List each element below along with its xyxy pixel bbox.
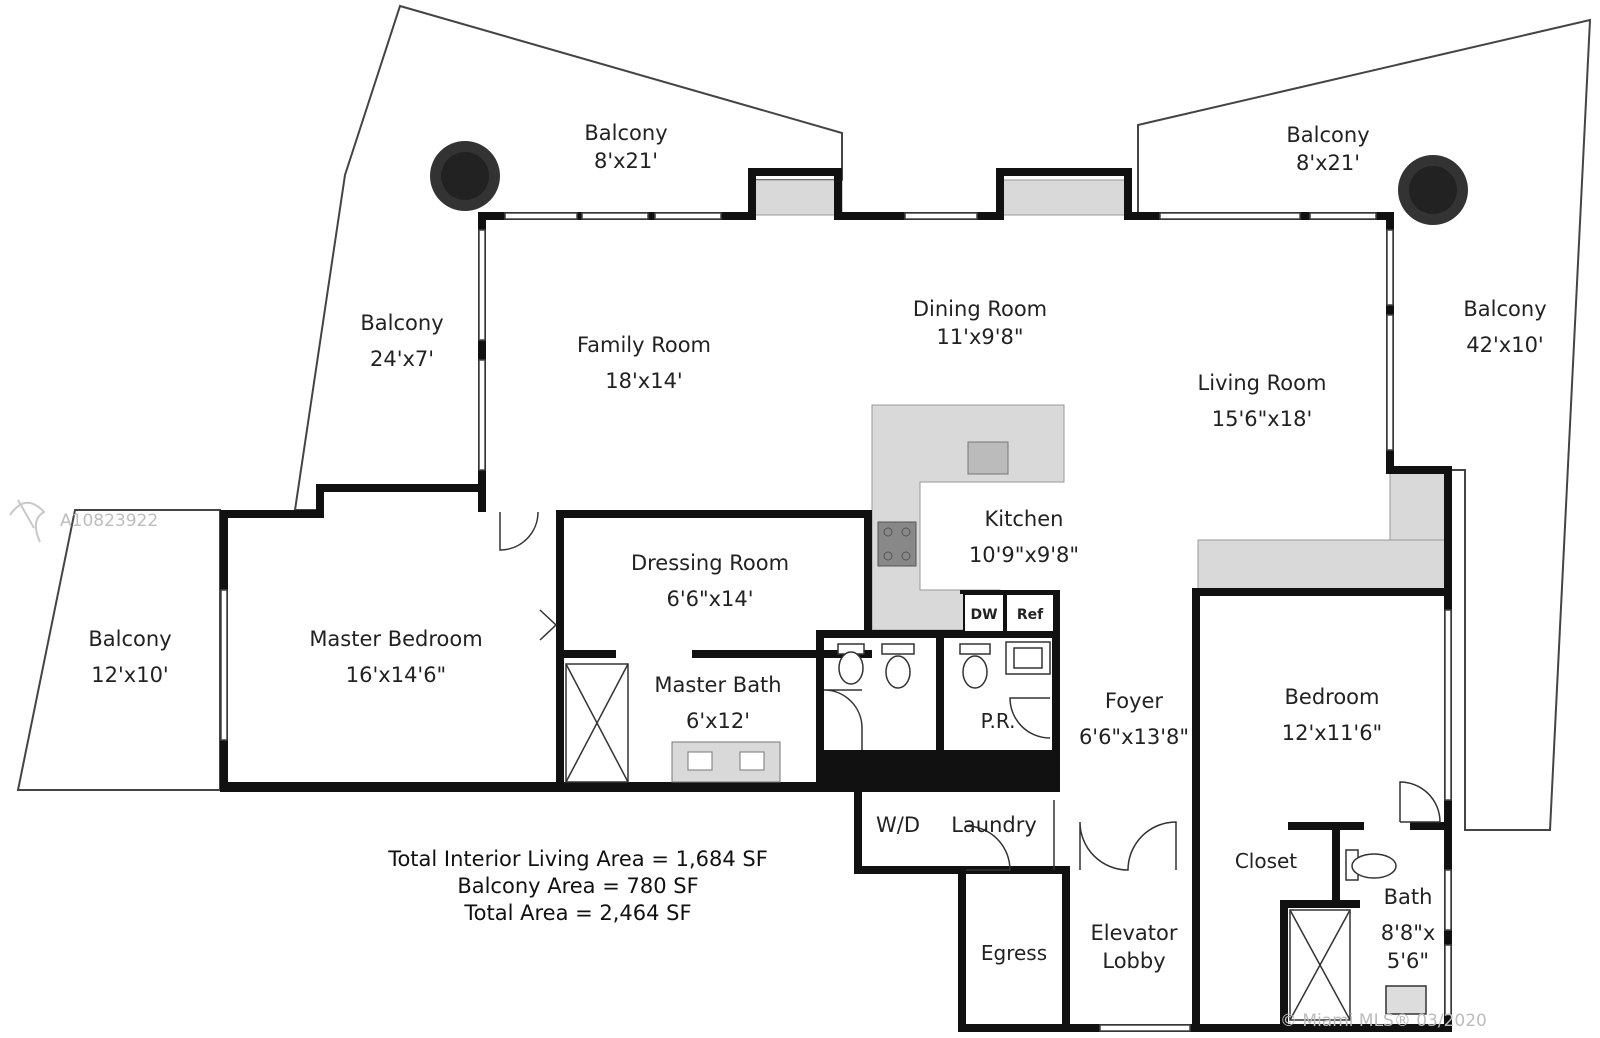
copyright-watermark: © Miami MLS® 03/2020	[1280, 1011, 1487, 1031]
balcony-top-left-outline	[293, 4, 843, 511]
listing-id-watermark: A10823922	[60, 511, 158, 531]
balcony-far-left-size: 12'x10'	[91, 663, 168, 687]
balcony-right-name: Balcony	[1463, 297, 1546, 321]
living-room-size: 15'6"x18'	[1212, 407, 1312, 431]
area-totals: Total Interior Living Area = 1,684 SF Ba…	[387, 847, 768, 925]
kitchen-sink-icon	[967, 441, 1009, 475]
kitchen-counters	[751, 179, 1449, 631]
elevator-lobby-line2: Lobby	[1102, 949, 1165, 973]
dressing-room-size: 6'6"x14'	[666, 587, 753, 611]
balcony-left-name: Balcony	[360, 311, 443, 335]
mls-logo	[9, 499, 46, 543]
balcony-right-size: 42'x10'	[1466, 333, 1543, 357]
family-room-name: Family Room	[577, 333, 711, 357]
kitchen-name: Kitchen	[985, 507, 1064, 531]
room-labels: Balcony 8'x21' Balcony 8'x21' Balcony 24…	[88, 121, 1546, 973]
living-room-name: Living Room	[1198, 371, 1327, 395]
balcony-top-left-size: 8'x21'	[594, 149, 658, 173]
balcony-top-right-name: Balcony	[1286, 123, 1369, 147]
balcony-top-right-size: 8'x21'	[1296, 151, 1360, 175]
appliance-boxes	[963, 593, 1055, 633]
family-room-size: 18'x14'	[605, 369, 682, 393]
closet-name: Closet	[1235, 849, 1297, 873]
dining-room-name: Dining Room	[913, 297, 1047, 321]
cooktop-icon	[877, 521, 917, 567]
dishwasher	[963, 593, 1005, 633]
bath-size-line2: 5'6"	[1387, 949, 1429, 973]
walls	[220, 168, 1452, 1032]
laundry-name: Laundry	[951, 813, 1037, 837]
dishwasher-label: DW	[970, 607, 997, 623]
balcony-left-size: 24'x7'	[370, 347, 434, 371]
egress-name: Egress	[981, 941, 1047, 965]
balcony-top-left-name: Balcony	[584, 121, 667, 145]
toilet-icons	[837, 641, 1427, 1015]
powder-room-name: P.R.	[981, 709, 1016, 733]
balcony-far-left-name: Balcony	[88, 627, 171, 651]
total-interior: Total Interior Living Area = 1,684 SF	[387, 847, 768, 871]
windows	[220, 212, 1452, 1032]
total-area: Total Area = 2,464 SF	[463, 901, 691, 925]
master-bedroom-name: Master Bedroom	[309, 627, 482, 651]
total-balcony: Balcony Area = 780 SF	[457, 874, 698, 898]
master-bath-name: Master Bath	[654, 673, 781, 697]
bedroom-size: 12'x11'6"	[1282, 721, 1382, 745]
elevator-lobby-line1: Elevator	[1090, 921, 1177, 945]
foyer-name: Foyer	[1105, 689, 1164, 713]
kitchen-size: 10'9"x9'8"	[969, 543, 1079, 567]
bath-size-line1: 8'8"x	[1381, 921, 1436, 945]
dressing-room-name: Dressing Room	[631, 551, 789, 575]
bath-name: Bath	[1384, 885, 1433, 909]
bedroom-name: Bedroom	[1285, 685, 1380, 709]
master-vanity-icon	[671, 741, 781, 783]
master-shower	[565, 663, 629, 783]
dining-room-size: 11'x9'8"	[936, 325, 1023, 349]
doors	[499, 511, 1441, 871]
master-bath-size: 6'x12'	[686, 709, 750, 733]
master-bedroom-size: 16'x14'6"	[346, 663, 446, 687]
bedroom-shower	[1289, 909, 1351, 1021]
wd-name: W/D	[876, 813, 920, 837]
refrigerator	[1005, 593, 1055, 633]
foyer-size: 6'6"x13'8"	[1079, 725, 1189, 749]
refrigerator-label: Ref	[1017, 607, 1044, 623]
